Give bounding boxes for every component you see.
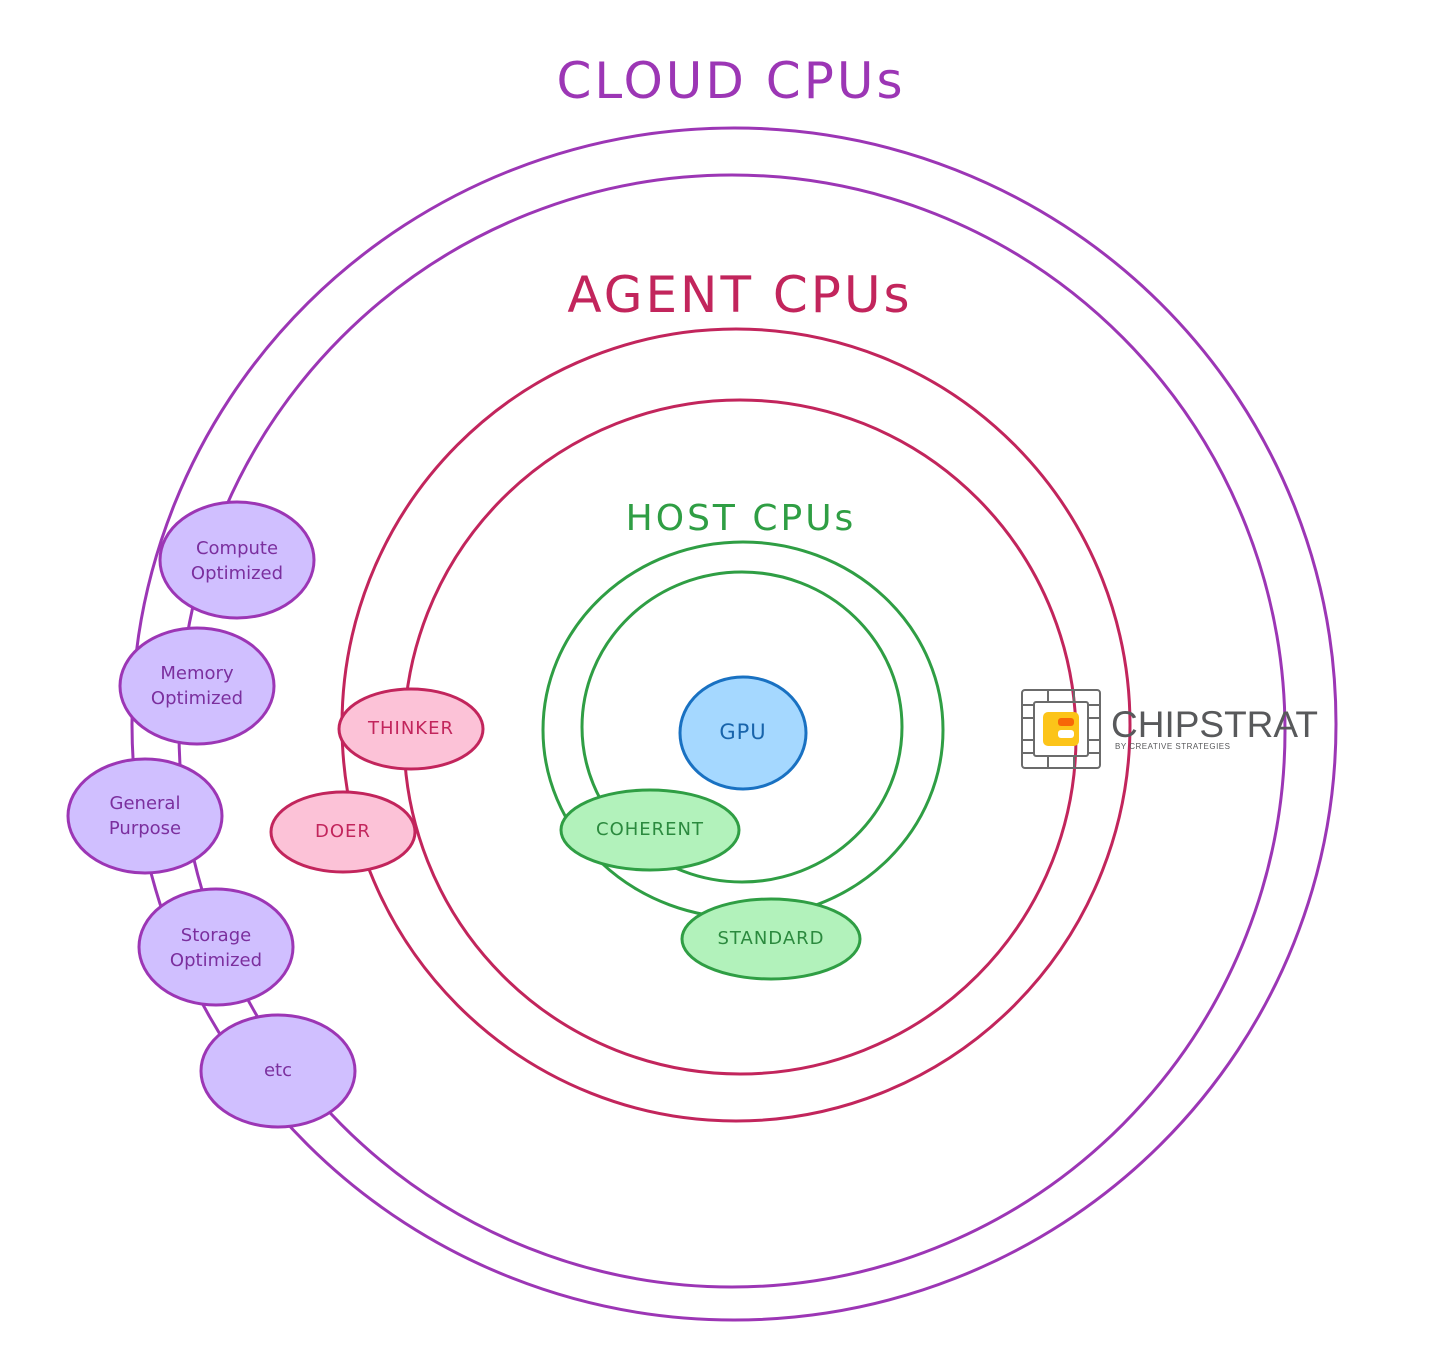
svg-text:COHERENT: COHERENT (596, 819, 704, 840)
logo-tagline: BY CREATIVE STRATEGIES (1115, 742, 1230, 751)
svg-text:THINKER: THINKER (367, 718, 454, 739)
svg-text:Optimized: Optimized (151, 688, 243, 709)
svg-text:Storage: Storage (181, 925, 251, 946)
svg-text:Purpose: Purpose (109, 818, 181, 839)
cloud-node-memory-optimized: Memory Optimized (118, 626, 276, 746)
svg-text:Optimized: Optimized (191, 563, 283, 584)
host-inner-ring (580, 570, 904, 884)
svg-text:STANDARD: STANDARD (717, 928, 824, 949)
svg-text:Optimized: Optimized (170, 950, 262, 971)
svg-text:Compute: Compute (196, 538, 278, 559)
chipstrat-logo: CHIPSTRAT BY CREATIVE STRATEGIES (1021, 689, 1318, 769)
svg-text:General: General (110, 793, 181, 814)
cloud-cpus-title: CLOUD CPUs (556, 52, 905, 110)
chip-core-icon (1043, 712, 1079, 746)
svg-text:DOER: DOER (315, 821, 371, 842)
logo-wordmark: CHIPSTRAT (1111, 704, 1318, 745)
agent-cpus-title: AGENT CPUs (567, 266, 912, 324)
gpu-node: GPU (678, 675, 808, 791)
cloud-node-general-purpose: General Purpose (66, 757, 224, 875)
cloud-outer-ring (130, 126, 1338, 1322)
host-node-standard: STANDARD (680, 897, 862, 981)
svg-text:GPU: GPU (719, 720, 766, 744)
agent-node-thinker: THINKER (337, 687, 485, 771)
cloud-node-compute-optimized: Compute Optimized (158, 500, 316, 620)
host-node-coherent: COHERENT (559, 788, 741, 872)
svg-text:Memory: Memory (160, 663, 234, 684)
host-cpus-title: HOST CPUs (626, 498, 857, 539)
agent-node-doer: DOER (269, 790, 417, 874)
chip-icon (1021, 689, 1101, 769)
cloud-node-etc: etc (199, 1013, 357, 1129)
svg-text:etc: etc (264, 1060, 292, 1081)
cloud-node-storage-optimized: Storage Optimized (137, 887, 295, 1007)
